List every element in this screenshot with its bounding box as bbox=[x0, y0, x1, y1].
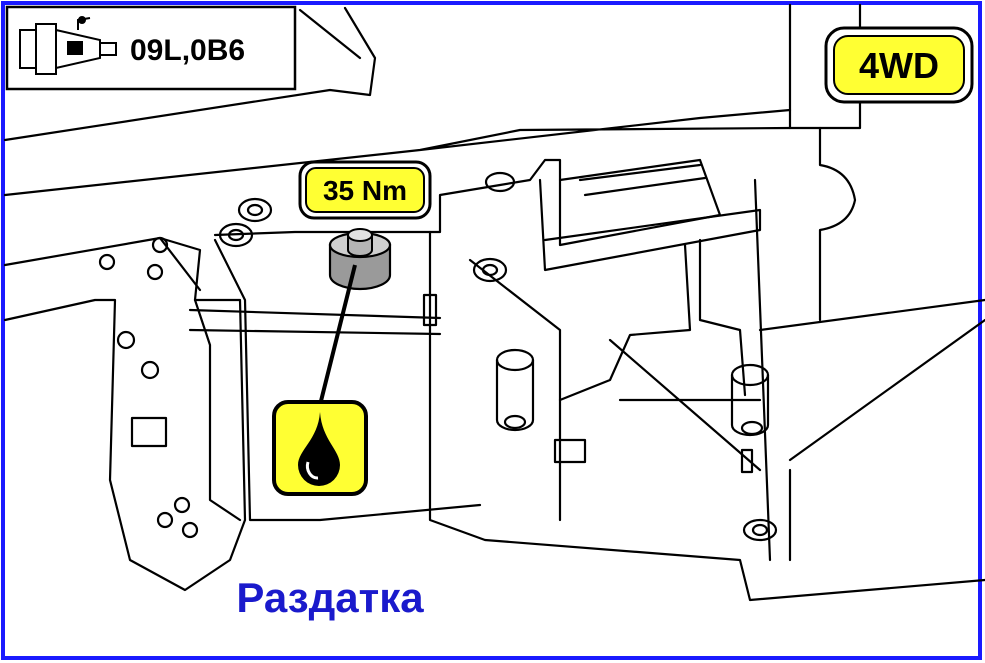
output-shaft bbox=[758, 298, 985, 562]
right-bracket bbox=[818, 126, 857, 322]
plate-hole bbox=[156, 511, 174, 529]
torque-badge: 35 Nm bbox=[298, 160, 432, 220]
housing-braces bbox=[608, 338, 762, 472]
housing-slot-small bbox=[740, 448, 754, 474]
case-top-edge bbox=[213, 158, 562, 237]
case-boss bbox=[472, 257, 508, 283]
cylinder-top bbox=[495, 348, 535, 372]
plate-hole bbox=[181, 521, 199, 539]
gearbox-icon bbox=[19, 16, 117, 75]
drive-badge: 4WD bbox=[824, 26, 974, 104]
gearbox-header: 09L,0B6 bbox=[5, 5, 297, 91]
case-seam bbox=[188, 308, 442, 336]
drive-type: 4WD bbox=[859, 45, 939, 86]
plate-hole bbox=[173, 496, 191, 514]
case-tab bbox=[422, 293, 438, 327]
plate-hole bbox=[98, 253, 116, 271]
plate-hole bbox=[151, 236, 169, 254]
upper-body-panel bbox=[3, 6, 792, 197]
case-boss bbox=[237, 197, 273, 223]
case-boss bbox=[742, 518, 778, 542]
transfer-case-drawing bbox=[3, 3, 985, 602]
plate-hole bbox=[140, 360, 160, 380]
case-boss bbox=[218, 222, 254, 248]
case-boss-hole bbox=[246, 203, 264, 217]
housing-ribs bbox=[558, 238, 747, 402]
case-boss bbox=[484, 171, 516, 193]
housing-slot bbox=[553, 438, 587, 464]
oil-filler-plug[interactable] bbox=[328, 228, 392, 291]
torque-value: 35 Nm bbox=[323, 175, 407, 206]
diagram-caption: Раздатка bbox=[236, 574, 424, 621]
cylinder-top bbox=[730, 363, 770, 387]
plate-hole bbox=[146, 263, 164, 281]
case-left-edge bbox=[213, 238, 482, 522]
case-boss-hole bbox=[751, 523, 769, 537]
gearbox-codes: 09L,0B6 bbox=[130, 34, 245, 67]
case-flange bbox=[428, 230, 985, 602]
pointer-line bbox=[318, 264, 357, 406]
cylinder-hole bbox=[740, 420, 764, 436]
plate-slot bbox=[130, 416, 168, 448]
oil-drop-icon bbox=[298, 412, 340, 486]
housing-edge-right bbox=[753, 178, 772, 562]
left-mount-plate bbox=[3, 236, 247, 592]
case-boss-hole bbox=[227, 228, 245, 242]
cylinder-boss bbox=[730, 373, 770, 437]
plate-hole bbox=[116, 330, 136, 350]
cylinder-hole bbox=[503, 414, 527, 430]
housing-cover bbox=[558, 158, 722, 247]
cylinder-boss bbox=[495, 358, 535, 432]
cover-lines bbox=[578, 163, 707, 197]
oil-drop-badge bbox=[272, 400, 368, 496]
